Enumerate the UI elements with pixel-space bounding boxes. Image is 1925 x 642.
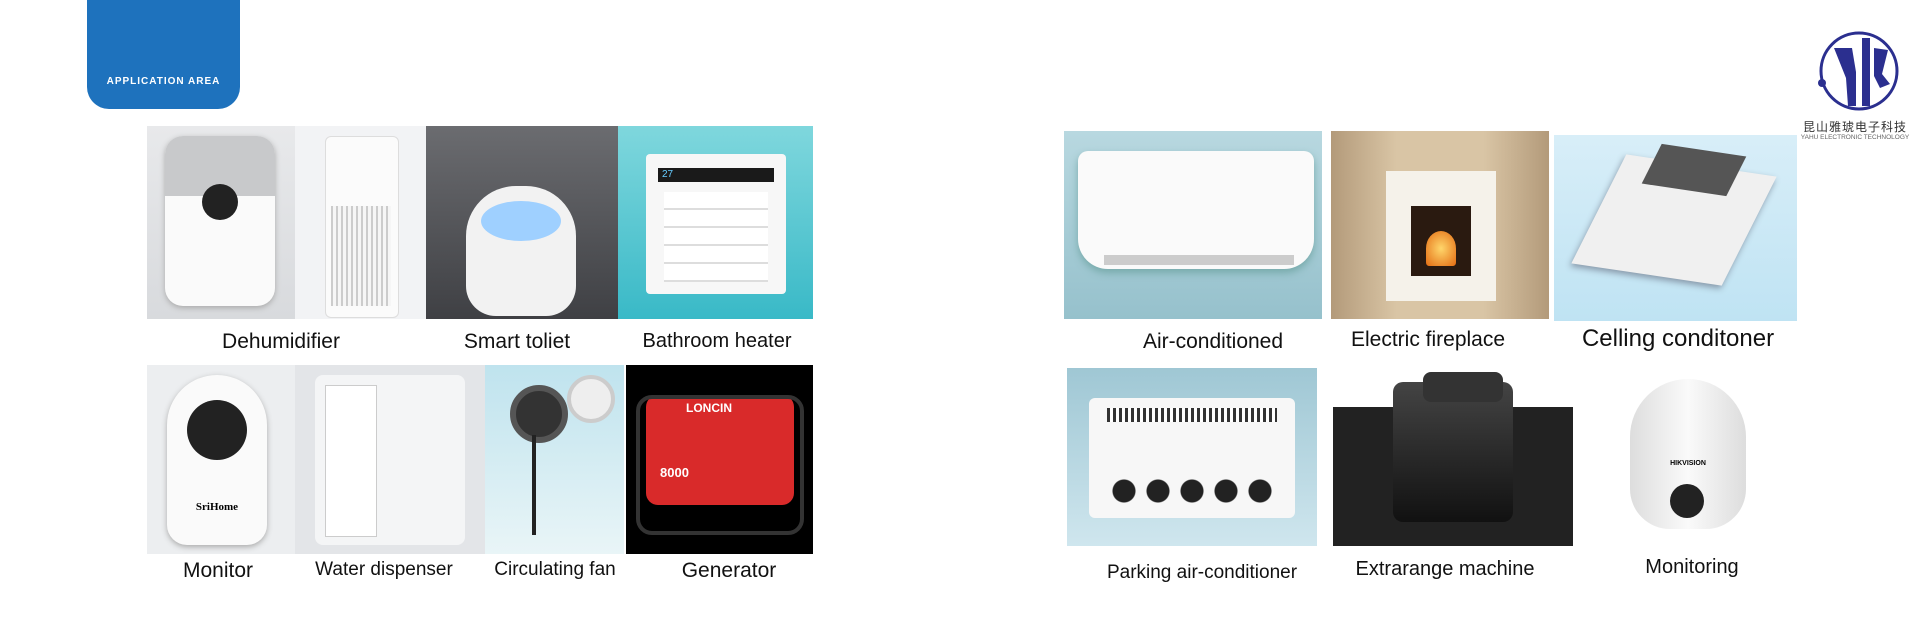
generator-image: LONCIN 8000 <box>626 365 813 554</box>
extrarange-machine-image <box>1333 372 1573 546</box>
logo-chinese-name: 昆山雅琥电子科技 <box>1802 120 1907 134</box>
monitor-brand: SriHome <box>195 501 239 513</box>
label-ceiling-conditioner: Celling conditoner <box>1581 325 1775 352</box>
generator-model: 8000 <box>660 465 689 480</box>
tab-label: APPLICATION AREA <box>106 76 221 87</box>
yahu-logo-icon <box>1818 31 1899 111</box>
electric-fireplace-image <box>1331 131 1549 319</box>
ceiling-air-conditioner-image <box>1554 135 1797 321</box>
air-conditioner-image <box>1064 131 1322 319</box>
bathroom-heater-image: 27 <box>618 126 813 319</box>
monitoring-camera-image: HIKVISION <box>1608 374 1768 546</box>
label-air-conditioned: Air-conditioned <box>1142 330 1284 353</box>
air-purifier-image <box>295 126 426 319</box>
camera-brand: HIKVISION <box>1670 460 1706 467</box>
label-dehumidifier: Dehumidifier <box>222 330 340 353</box>
label-water-dispenser: Water dispenser <box>315 559 453 580</box>
label-electric-fireplace: Electric fireplace <box>1350 328 1506 351</box>
label-monitor: Monitor <box>182 559 254 582</box>
label-parking-air-conditioner: Parking air-conditioner <box>1106 562 1298 583</box>
generator-brand: LONCIN <box>686 401 732 415</box>
parking-air-conditioner-image <box>1067 368 1317 546</box>
label-bathroom-heater: Bathroom heater <box>642 330 792 352</box>
label-circulating-fan: Circulating fan <box>494 559 616 580</box>
application-area-tab: APPLICATION AREA <box>87 0 240 109</box>
label-extrarange-machine: Extrarange machine <box>1355 558 1535 580</box>
logo-english-name: YAHU ELECTRONIC TECHNOLOGY <box>1800 134 1910 141</box>
label-smart-toilet: Smart toliet <box>463 330 571 353</box>
company-logo: 昆山雅琥电子科技 YAHU ELECTRONIC TECHNOLOGY <box>1790 22 1920 142</box>
smart-toilet-image <box>426 126 618 319</box>
monitor-camera-image: SriHome <box>147 365 295 554</box>
heater-display: 27 <box>658 168 774 182</box>
dehumidifier-image <box>147 126 295 319</box>
circulating-fan-image <box>485 365 624 554</box>
water-dispenser-image <box>295 365 485 554</box>
label-monitoring: Monitoring <box>1645 556 1739 578</box>
label-generator: Generator <box>681 559 777 582</box>
